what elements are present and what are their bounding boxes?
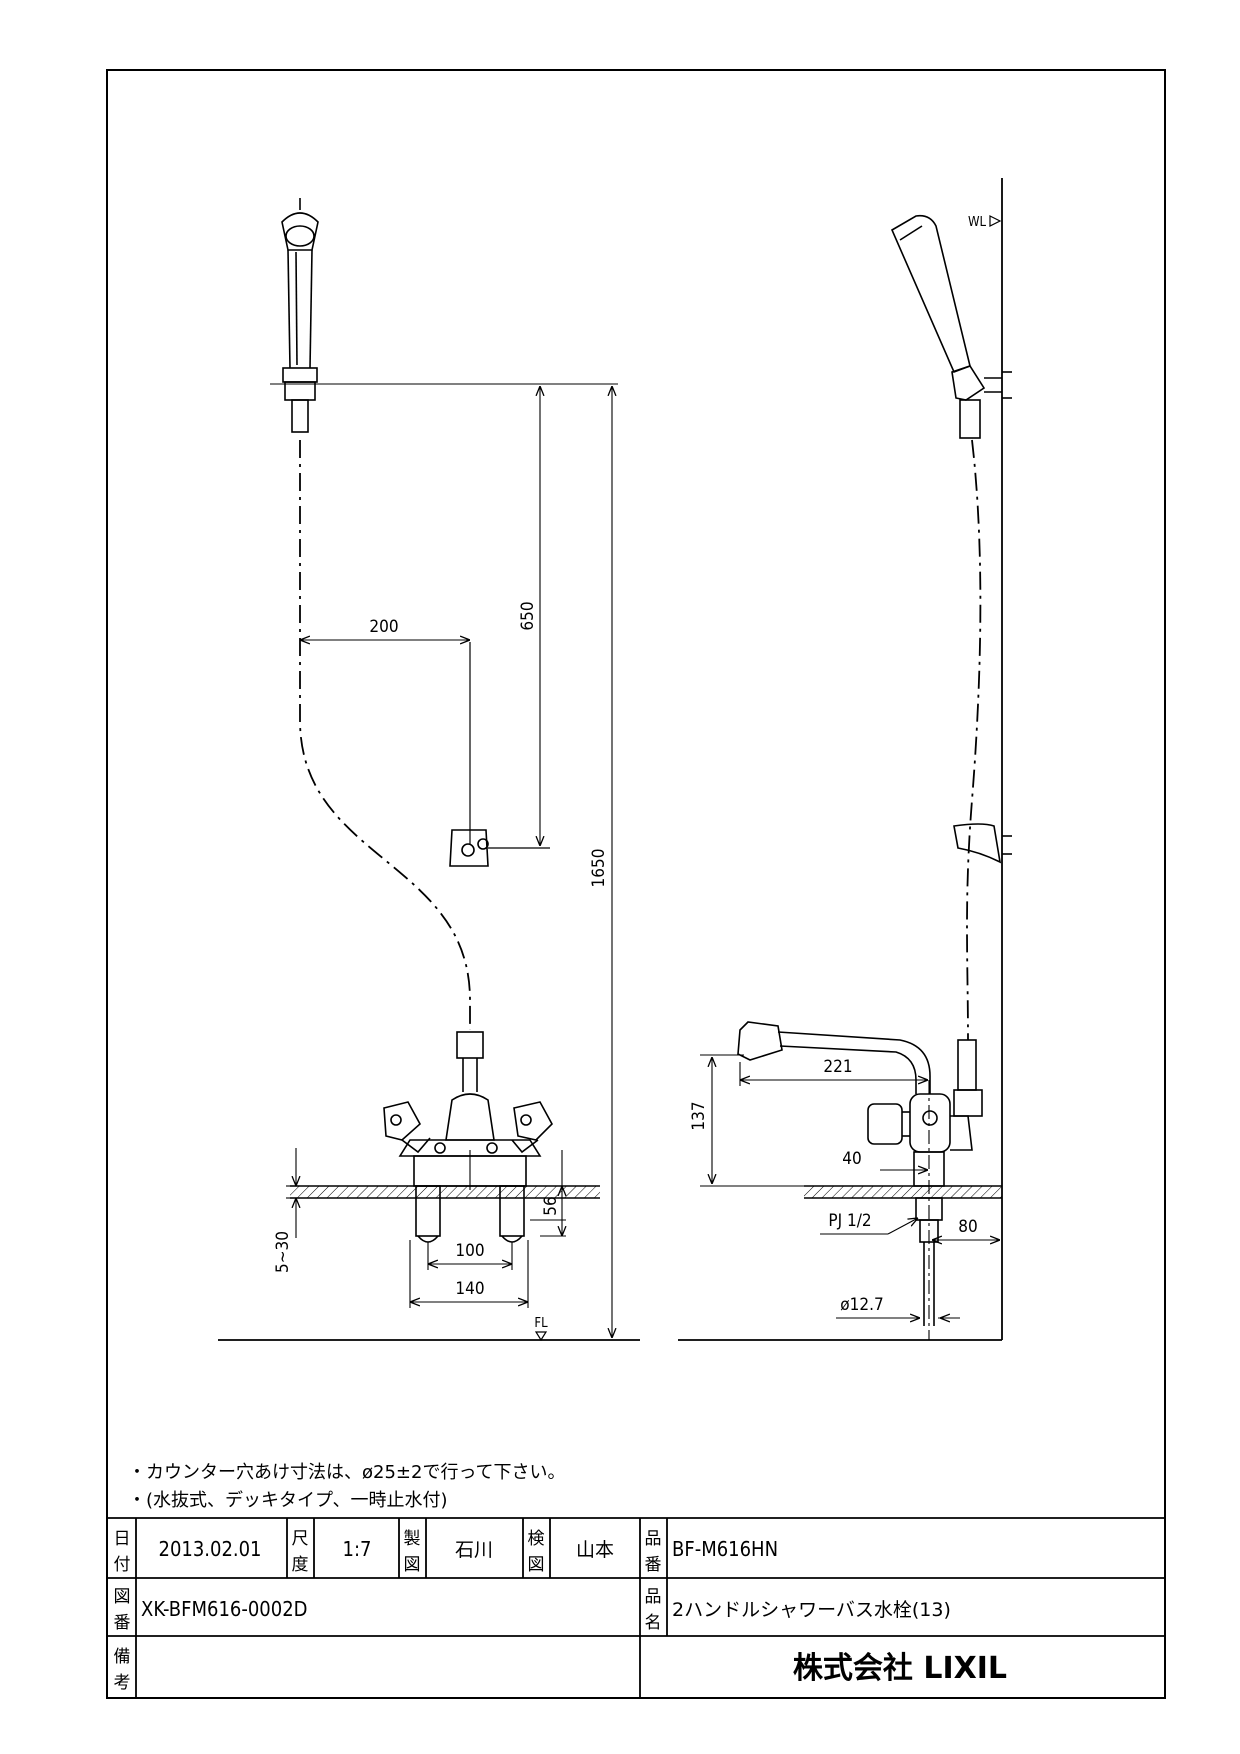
front-dimension-labels: 200 650 1650 5~30 56 100 140 FL: [273, 601, 609, 1331]
dim-counter-thickness: 5~30: [273, 1231, 293, 1273]
label-drawn-2: 図: [404, 1555, 421, 1575]
label-product-no-2: 番: [645, 1555, 662, 1575]
product-no: BF-M616HN: [672, 1537, 778, 1561]
faucet-body-side: [867, 1039, 983, 1326]
dim-total-height: 1650: [589, 849, 609, 888]
label-drawing-no-1: 図: [114, 1587, 131, 1607]
label-drawing-no-2: 番: [114, 1613, 131, 1633]
wall-marker-label: WL: [968, 215, 987, 230]
floor-marker-label: FL: [534, 1316, 548, 1331]
dim-spout-length: 221: [823, 1057, 852, 1077]
label-checked-2: 図: [528, 1555, 545, 1575]
side-dimension-labels: WL 221 137 40 PJ 1/2 80 ø12.7: [689, 215, 987, 1315]
dim-pipe-thread: PJ 1/2: [828, 1211, 871, 1231]
label-product-no-1: 品: [645, 1529, 662, 1549]
note-line-2: ・(水抜式、デッキタイプ、一時止水付): [128, 1490, 448, 1511]
dim-wall-offset: 80: [958, 1217, 977, 1237]
wall-hook-side: [953, 823, 1012, 864]
title-block-text: 日 付 2013.02.01 尺 度 1:7 製 図 石川 検 図 山本 品 番…: [114, 1529, 1008, 1693]
company-logo-text: 株式会社 LIXIL: [793, 1651, 1007, 1686]
scale-value: 1:7: [343, 1537, 372, 1561]
drawn-by: 石川: [455, 1539, 493, 1561]
side-view: [678, 178, 1012, 1341]
label-remarks-1: 備: [114, 1647, 131, 1667]
dim-body-height: 137: [689, 1101, 709, 1130]
dim-hook-drop: 650: [518, 601, 538, 630]
label-date-2: 付: [114, 1555, 131, 1575]
dim-body-offset: 40: [842, 1149, 861, 1169]
side-dimensions: [700, 1054, 1000, 1318]
label-date-1: 日: [114, 1529, 131, 1549]
label-remarks-2: 考: [114, 1673, 131, 1693]
faucet-body-front: [383, 1031, 553, 1243]
dim-shank-length: 56: [541, 1196, 561, 1215]
notes: ・カウンター穴あけ寸法は、ø25±2で行って下さい。 ・(水抜式、デッキタイプ、…: [128, 1462, 566, 1511]
checked-by: 山本: [576, 1539, 614, 1561]
drawing-no: XK-BFM616-0002D: [141, 1597, 308, 1621]
label-product-name-1: 品: [645, 1587, 662, 1607]
shower-hose-side: [966, 439, 982, 1041]
shower-hose-front: [299, 440, 471, 1030]
front-view: [218, 198, 640, 1342]
counter-front: [290, 1186, 600, 1198]
dim-hose-offset: 200: [369, 617, 398, 637]
date-value: 2013.02.01: [159, 1537, 262, 1561]
label-scale-2: 度: [292, 1555, 309, 1575]
product-name: 2ハンドルシャワーバス水栓(13): [672, 1599, 951, 1621]
note-line-1: ・カウンター穴あけ寸法は、ø25±2で行って下さい。: [128, 1462, 566, 1483]
counter-side: [804, 1186, 1002, 1198]
title-block: [107, 1517, 1165, 1698]
shower-head-front: [281, 198, 319, 433]
sheet-border: [106, 69, 1166, 1699]
wall-hook-front: [449, 829, 550, 867]
front-dimensions: [270, 383, 618, 1338]
label-drawn-1: 製: [404, 1529, 421, 1549]
dim-pipe-dia: ø12.7: [840, 1295, 883, 1315]
label-checked-1: 検: [528, 1529, 545, 1549]
shower-head-side: [890, 214, 1012, 439]
dim-inner-pitch: 100: [455, 1241, 484, 1261]
label-product-name-2: 名: [645, 1613, 662, 1633]
label-scale-1: 尺: [292, 1529, 309, 1549]
dim-outer-pitch: 140: [455, 1279, 484, 1299]
